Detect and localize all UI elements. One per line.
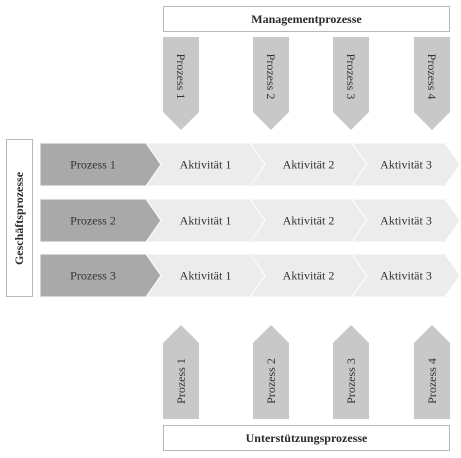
business-process-3-label: Prozess 3 <box>70 269 116 283</box>
management-process-1-arrow <box>163 37 199 130</box>
management-process-4-arrow <box>414 37 450 130</box>
business-process-2-label: Prozess 2 <box>70 214 116 228</box>
activity-2-2-label: Aktivität 2 <box>283 214 335 228</box>
activity-1-1-label: Aktivität 1 <box>180 158 232 172</box>
management-process-3-label: Prozess 3 <box>344 54 358 100</box>
support-process-3-arrow <box>333 325 369 419</box>
support-process-3-label: Prozess 3 <box>344 358 358 404</box>
management-processes-title: Managementprozesse <box>251 11 362 26</box>
activity-3-1-label: Aktivität 1 <box>180 269 232 283</box>
support-process-4-arrow <box>414 325 450 419</box>
activity-2-3-label: Aktivität 3 <box>380 214 432 228</box>
management-processes-box: Managementprozesse <box>163 6 450 32</box>
activity-1-2-label: Aktivität 2 <box>283 158 335 172</box>
activity-2-1-label: Aktivität 1 <box>180 214 232 228</box>
management-process-4-label: Prozess 4 <box>425 54 439 100</box>
activity-2-3-shape <box>351 198 461 243</box>
activity-1-3-label: Aktivität 3 <box>380 158 432 172</box>
support-process-1-label: Prozess 1 <box>174 358 188 404</box>
business-processes-box: Geschäftsprozesse <box>6 139 33 297</box>
management-process-1-label: Prozess 1 <box>174 54 188 100</box>
activity-3-2-label: Aktivität 2 <box>283 269 335 283</box>
business-process-1-label: Prozess 1 <box>70 158 116 172</box>
support-processes-title: Unterstützungsprozesse <box>245 430 368 445</box>
management-process-3-arrow <box>333 37 369 130</box>
support-process-2-label: Prozess 2 <box>264 358 278 404</box>
support-process-2-arrow <box>253 325 289 419</box>
support-processes-box: Unterstützungsprozesse <box>163 425 450 451</box>
management-process-2-label: Prozess 2 <box>264 54 278 100</box>
activity-1-3-shape <box>351 142 461 187</box>
activity-3-3-label: Aktivität 3 <box>380 269 432 283</box>
activity-3-3-shape <box>351 253 461 298</box>
support-process-1-arrow <box>163 325 199 419</box>
management-process-2-arrow <box>253 37 289 130</box>
support-process-4-label: Prozess 4 <box>425 358 439 404</box>
